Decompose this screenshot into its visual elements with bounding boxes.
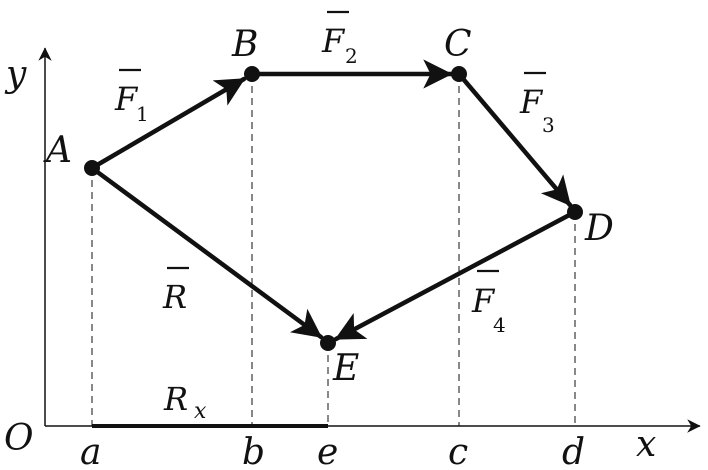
label-F1: F: [114, 80, 139, 118]
point-b: [244, 66, 260, 82]
label-b: b: [242, 432, 265, 470]
label-F4-subscript: 4: [493, 313, 506, 337]
point-e: [320, 335, 336, 351]
vector-r: [89, 165, 324, 340]
label-F3: F: [519, 83, 544, 121]
label-B: B: [231, 24, 258, 65]
label-D: D: [584, 208, 614, 249]
x-axis-label: x: [636, 424, 656, 465]
vector-f4: [333, 209, 578, 342]
label-Rx-subscript: x: [194, 399, 207, 424]
label-F2: F: [321, 22, 346, 60]
label-d: d: [562, 432, 585, 470]
label-R: R: [162, 278, 187, 316]
label-E: E: [332, 348, 359, 389]
vector-f1: [89, 76, 247, 171]
label-Rx: R: [163, 380, 188, 418]
label-A: A: [43, 130, 72, 171]
point-d: [567, 204, 583, 220]
label-C: C: [444, 24, 472, 65]
point-a: [84, 160, 100, 176]
y-axis-label: y: [4, 54, 27, 95]
label-F1-subscript: 1: [136, 102, 149, 126]
label-e: e: [317, 432, 338, 470]
label-F4: F: [471, 282, 496, 320]
label-F2-subscript: 2: [345, 44, 358, 68]
vector-f3: [456, 71, 573, 208]
label-a: a: [80, 432, 101, 470]
label-c: c: [448, 432, 468, 470]
label-F3-subscript: 3: [542, 113, 555, 137]
origin-label: O: [4, 418, 34, 459]
point-c: [451, 66, 467, 82]
